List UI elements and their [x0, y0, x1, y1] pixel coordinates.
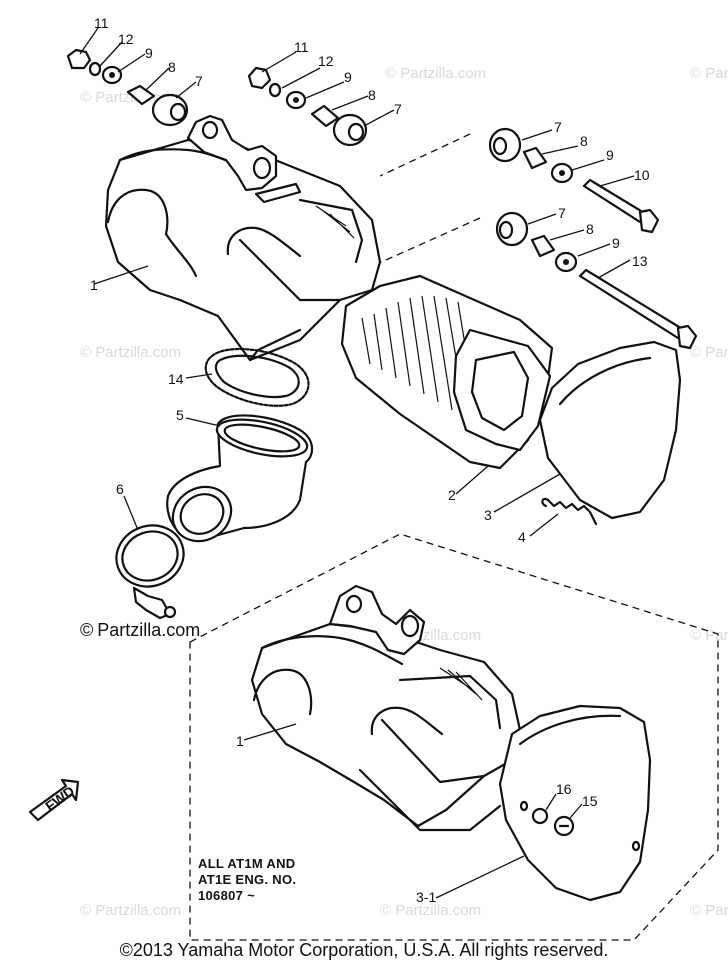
callout-labels: 11 12 9 8 7 11 12 9 8 7 7 8 9 10 7 8 9 1…: [90, 15, 650, 905]
callout: 16: [556, 781, 572, 797]
callout: 7: [554, 119, 562, 135]
callout: 8: [168, 59, 176, 75]
air-cleaner-cover-lower: [435, 704, 652, 902]
watermark: © Partzilla.com: [380, 902, 481, 919]
callout: 3-1: [416, 889, 436, 905]
callout: 2: [448, 487, 456, 503]
alternate-assembly-box: [189, 533, 719, 941]
note-line: AT1E ENG. NO.: [198, 872, 297, 887]
air-cleaner-case-upper: [93, 114, 382, 362]
filter-element: [340, 274, 554, 495]
nut-11: [66, 48, 92, 70]
callout: 9: [612, 235, 620, 251]
collar-8: [126, 84, 156, 106]
watermark: © Partzilla.com: [690, 344, 728, 361]
callout: 7: [394, 101, 402, 117]
callout: 7: [195, 73, 203, 89]
watermark: © Partzilla.com: [690, 627, 728, 644]
callout: 15: [582, 793, 598, 809]
watermark: © Partzilla.com: [690, 65, 728, 82]
watermark: © Partzilla.com: [385, 65, 486, 82]
callout: 6: [116, 481, 124, 497]
note-line: ALL AT1M AND: [198, 856, 296, 871]
callout: 8: [586, 221, 594, 237]
hardware-stack-right-lower: [367, 133, 698, 350]
callout: 3: [484, 507, 492, 523]
forward-arrow: FWD: [28, 778, 80, 822]
brand-text: Partzilla.com: [97, 620, 201, 640]
watermark: © Partzilla.com: [690, 902, 728, 919]
watermark: © Partzilla.com: [80, 902, 181, 919]
air-cleaner-case-lower: [243, 584, 522, 832]
applicability-note: ALL AT1M AND AT1E ENG. NO. 106807 ~: [198, 856, 296, 904]
callout: 8: [368, 87, 376, 103]
hardware-stack-top-left: [66, 27, 197, 127]
lock-washer-12: [88, 61, 102, 77]
hardware-stack-right-upper: [488, 127, 660, 234]
nut-11: [247, 66, 272, 90]
watermark: © Partzilla.com: [80, 344, 181, 361]
callout: 14: [168, 371, 184, 387]
callout: 9: [606, 147, 614, 163]
washer-16: [531, 807, 549, 825]
air-cleaner-cover: [493, 340, 682, 520]
hardware-stack-top-center: [247, 51, 395, 147]
copyright-footer: ©2013 Yamaha Motor Corporation, U.S.A. A…: [119, 940, 609, 960]
callout: 1: [236, 733, 244, 749]
callout: 8: [580, 133, 588, 149]
bolt-10: [582, 178, 648, 224]
callout: 1: [90, 277, 98, 293]
callout: 12: [118, 31, 134, 47]
callout: 10: [634, 167, 650, 183]
callout: 7: [558, 205, 566, 221]
bolt-13: [578, 268, 686, 340]
callout: 9: [344, 69, 352, 85]
collar-8: [530, 234, 556, 258]
callout: 12: [318, 53, 334, 69]
callout: 9: [145, 45, 153, 61]
callout: 13: [632, 253, 648, 269]
note-line: 106807 ~: [198, 888, 255, 903]
collar-8: [310, 104, 340, 128]
hose-clamp-6: [115, 495, 185, 620]
brand-watermark: ©Partzilla.com: [80, 620, 200, 641]
collar-8: [522, 146, 548, 170]
intake-joint-5: [166, 414, 314, 543]
callout: 11: [294, 39, 309, 55]
lock-washer-12: [268, 82, 282, 98]
spring-4: [529, 497, 598, 537]
copyright-symbol: ©: [80, 620, 94, 640]
callout: 5: [176, 407, 184, 423]
callout: 4: [518, 529, 526, 545]
gasket-14: [185, 347, 310, 407]
callout: 11: [94, 15, 109, 31]
